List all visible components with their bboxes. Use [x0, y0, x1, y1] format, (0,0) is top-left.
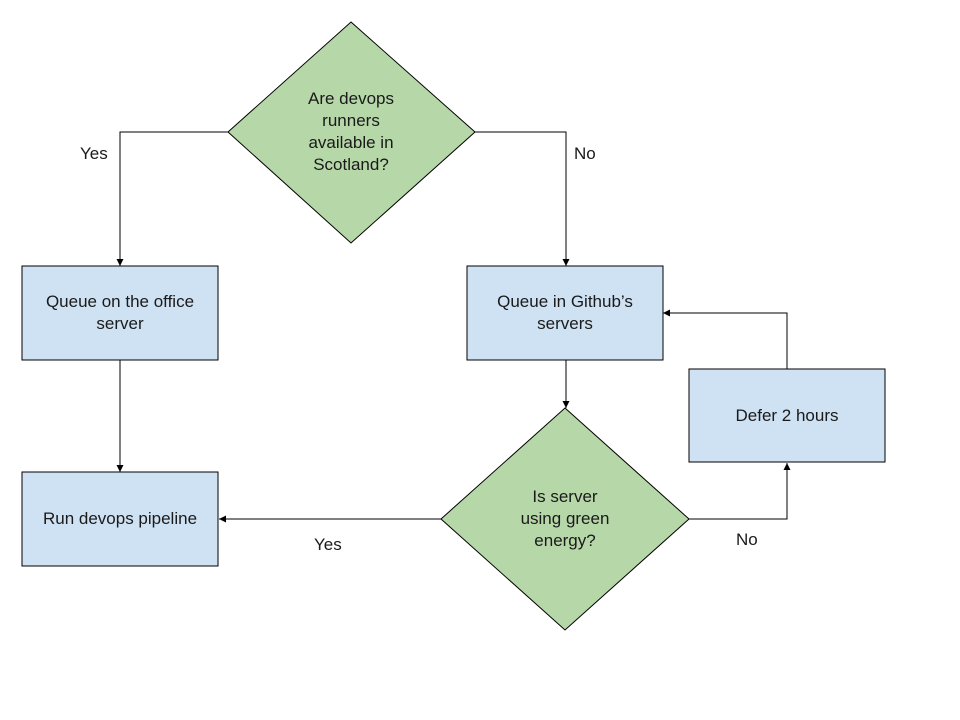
- connector-runners-to-office: [116, 131, 228, 266]
- decision-runners-diamond: [227, 21, 476, 244]
- connector-defer-to-github: [663, 309, 788, 369]
- github-queue-label: Queue in Github’s servers: [497, 292, 633, 333]
- edge-label-yes-office: Yes: [80, 144, 108, 163]
- decision-green-diamond: [440, 407, 690, 631]
- process-office-queue-box: [21, 265, 219, 361]
- edge-label-yes-run: Yes: [314, 535, 342, 554]
- defer-label: Defer 2 hours: [735, 405, 839, 425]
- decision-green-label: Is server using green energy?: [520, 487, 610, 550]
- decision-runners-label: Are devops runners available in Scotland…: [308, 89, 394, 174]
- process-github-queue-box: [466, 265, 664, 361]
- connector-green-to-defer: [689, 463, 791, 520]
- process-defer-box: [688, 368, 886, 463]
- office-queue-label: Queue on the office server: [45, 292, 195, 333]
- run-pipeline-label: Run devops pipeline: [42, 509, 198, 528]
- edge-label-no-github: No: [574, 144, 596, 163]
- connector-runners-to-github: [475, 131, 570, 266]
- edge-label-no-defer: No: [736, 530, 758, 549]
- process-run-pipeline-box: [21, 471, 219, 567]
